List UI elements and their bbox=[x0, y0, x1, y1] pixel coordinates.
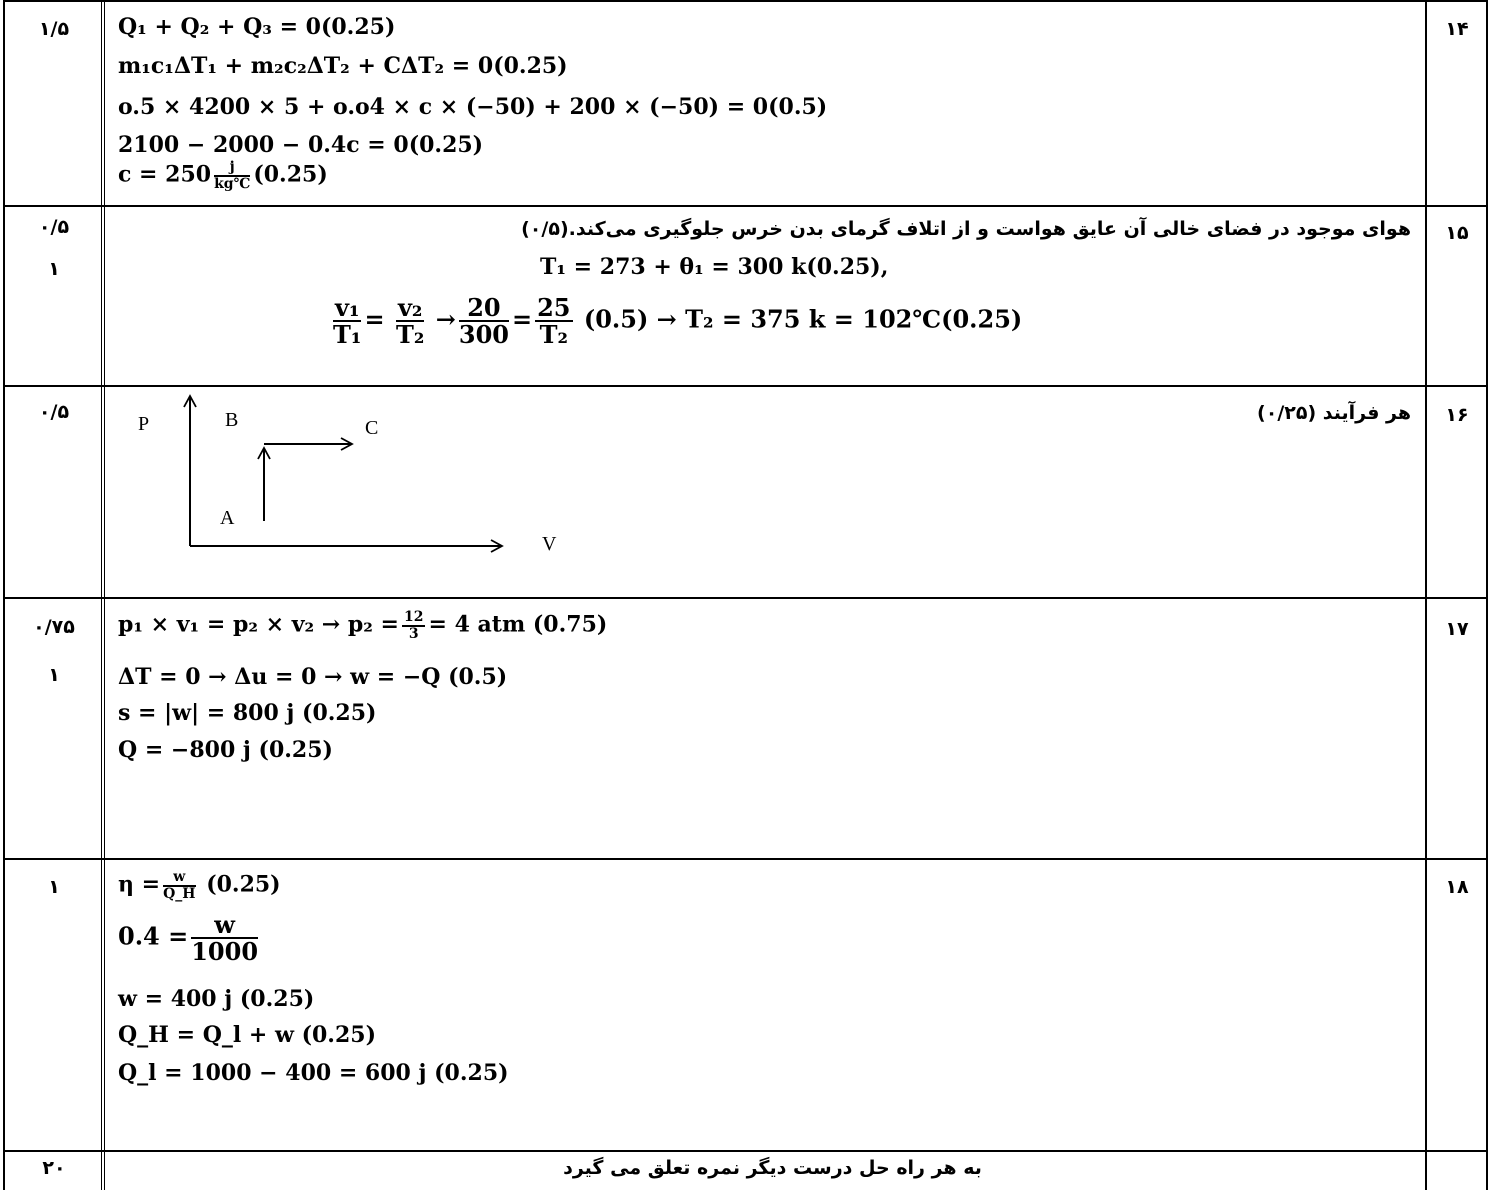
label-b: B bbox=[225, 409, 238, 431]
equation-line: T₁ = 273 + θ₁ = 300 k(0.25), bbox=[540, 254, 889, 280]
frac-num: 12 bbox=[402, 609, 426, 627]
row-divider bbox=[3, 1150, 1487, 1152]
frac-den: 1000 bbox=[191, 937, 259, 967]
score-column-divider bbox=[101, 0, 105, 1190]
eq-text: c = 250 bbox=[118, 161, 212, 188]
arrow: → bbox=[435, 304, 456, 334]
pv-diagram: P B C A V bbox=[138, 394, 557, 555]
row-divider bbox=[3, 0, 1487, 2]
frac-num: v₂ bbox=[395, 293, 425, 323]
score-cell: ۱ bbox=[48, 664, 60, 686]
score-cell: ۰/۵ bbox=[38, 401, 70, 423]
equation-line: 2100 − 2000 − 0.4c = 0(0.25) bbox=[118, 132, 484, 158]
frac-den: 300 bbox=[458, 320, 509, 350]
frac-den: T₁ bbox=[333, 320, 362, 350]
equation-line: s = |w| = 800 j (0.25) bbox=[118, 700, 377, 726]
question-number: ۱۷ bbox=[1445, 618, 1469, 640]
equation-line: o.5 × 4200 × 5 + o.o4 × c × (−50) + 200 … bbox=[118, 94, 828, 120]
frac-den: kg℃ bbox=[214, 175, 251, 192]
table-border-left bbox=[3, 0, 5, 1190]
eq-text: = 4 atm (0.75) bbox=[428, 611, 608, 638]
row-divider bbox=[3, 205, 1487, 207]
answer-text: هر فرآیند (۰/۲۵) bbox=[1257, 402, 1411, 424]
score-cell: ۱ bbox=[48, 258, 60, 280]
total-score: ۲۰ bbox=[42, 1157, 66, 1179]
equation-line: Q₁ + Q₂ + Q₃ = 0(0.25) bbox=[118, 14, 396, 40]
label-v: V bbox=[542, 533, 557, 555]
equation-line: Q_l = 1000 − 400 = 600 j (0.25) bbox=[118, 1060, 509, 1086]
eq-text: p₁ × v₁ = p₂ × v₂ → p₂ = bbox=[118, 611, 399, 638]
frac-num: w bbox=[191, 912, 259, 940]
answer-text: هوای موجود در فضای خالی آن عایق هواست و … bbox=[521, 218, 1411, 240]
row-divider bbox=[3, 597, 1487, 599]
question-number: ۱۴ bbox=[1445, 18, 1469, 40]
score-cell: ۰/۷۵ bbox=[33, 616, 75, 638]
eq-text: 0.4 = bbox=[118, 921, 189, 951]
qnum-column-divider bbox=[1425, 0, 1427, 1190]
frac-den: 3 bbox=[408, 625, 419, 642]
table-border-right bbox=[1486, 0, 1488, 1190]
label-a: A bbox=[220, 507, 235, 529]
score-cell: ۱/۵ bbox=[38, 18, 70, 40]
frac-den: T₂ bbox=[395, 320, 425, 350]
frac-num: j bbox=[214, 160, 251, 177]
frac-den: T₂ bbox=[539, 320, 568, 350]
label-c: C bbox=[365, 417, 378, 439]
eq-text: (0.25) bbox=[198, 871, 281, 898]
question-number: ۱۸ bbox=[1445, 876, 1469, 898]
row-divider bbox=[3, 385, 1487, 387]
equation-line: m₁c₁ΔT₁ + m₂c₂ΔT₂ + CΔT₂ = 0(0.25) bbox=[118, 53, 568, 79]
score-cell: ۰/۵ bbox=[38, 216, 70, 238]
frac-num: 20 bbox=[458, 295, 509, 323]
label-p: P bbox=[138, 413, 149, 435]
equation-line: ΔT = 0 → Δu = 0 → w = −Q (0.5) bbox=[118, 664, 508, 690]
eq-text: (0.25) bbox=[253, 161, 328, 188]
frac-num: 25 bbox=[535, 293, 573, 323]
equation-line: Q_H = Q_l + w (0.25) bbox=[118, 1022, 376, 1048]
question-number: ۱۶ bbox=[1445, 404, 1469, 426]
equation-line: w = 400 j (0.25) bbox=[118, 986, 315, 1012]
footer-note: به هر راه حل درست دیگر نمره تعلق می گیرد bbox=[563, 1157, 982, 1179]
eq-text: (0.5) → T₂ = 375 k = 102℃(0.25) bbox=[583, 304, 1023, 334]
question-number: ۱۵ bbox=[1445, 222, 1469, 244]
row-divider bbox=[3, 858, 1487, 860]
frac-den: Q_H bbox=[163, 885, 196, 902]
frac-num: w bbox=[163, 870, 196, 887]
eq-text: η = bbox=[118, 871, 161, 898]
score-cell: ۱ bbox=[48, 876, 60, 898]
equation-line: Q = −800 j (0.25) bbox=[118, 737, 333, 763]
frac-num: v₁ bbox=[333, 293, 362, 323]
